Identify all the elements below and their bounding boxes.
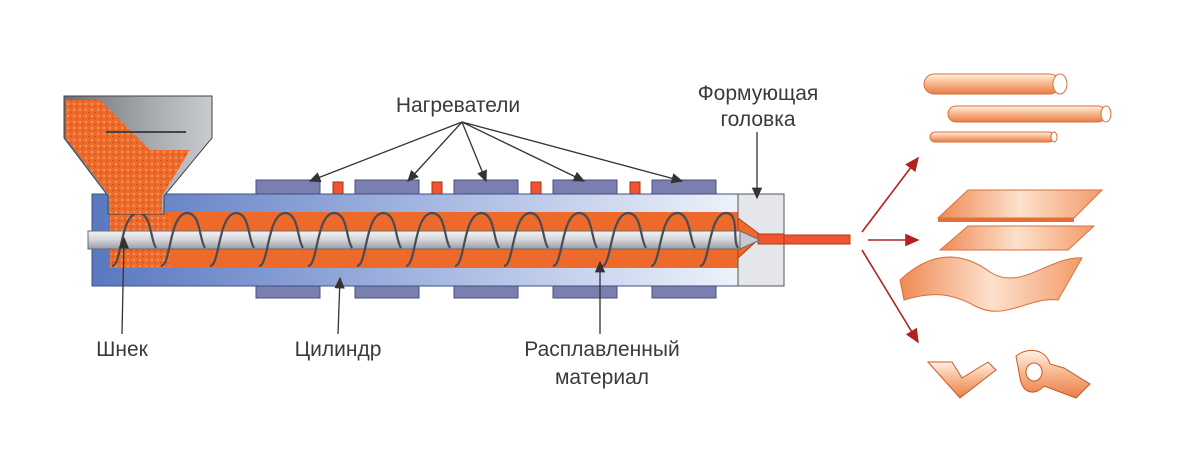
pointer-lines — [118, 121, 763, 335]
profile-icon — [926, 349, 1091, 399]
sheet-icon — [936, 189, 1104, 251]
label-screw: Шнек — [96, 338, 149, 361]
screw-flight — [258, 211, 305, 268]
screw-flight — [160, 211, 207, 268]
screw-flight — [209, 211, 256, 268]
extrudate — [783, 234, 851, 245]
screw — [87, 211, 762, 268]
label-melt-line1: Расплавленный — [524, 338, 679, 361]
screw-flight — [699, 211, 739, 268]
screw-flight — [552, 211, 599, 268]
film-icon — [899, 256, 1083, 312]
screw-flight — [601, 211, 648, 268]
pipe-icon — [923, 73, 1112, 143]
screw-flight — [650, 211, 697, 268]
label-melt-line2: материал — [555, 366, 649, 389]
screw-flight — [405, 211, 452, 268]
screw-flight — [454, 211, 501, 268]
output-arrows — [861, 156, 920, 344]
heater-bands-top — [255, 179, 717, 195]
label-cylinder: Цилиндр — [295, 338, 382, 361]
screw-flight — [307, 211, 354, 268]
screw-flight — [356, 211, 403, 268]
screw-flight — [503, 211, 550, 268]
hopper — [63, 95, 213, 215]
heater-bands-bottom — [255, 285, 717, 299]
label-die-line2: головка — [720, 108, 795, 131]
label-die-line1: Формующая — [698, 82, 819, 105]
label-heaters: Нагреватели — [396, 94, 520, 117]
